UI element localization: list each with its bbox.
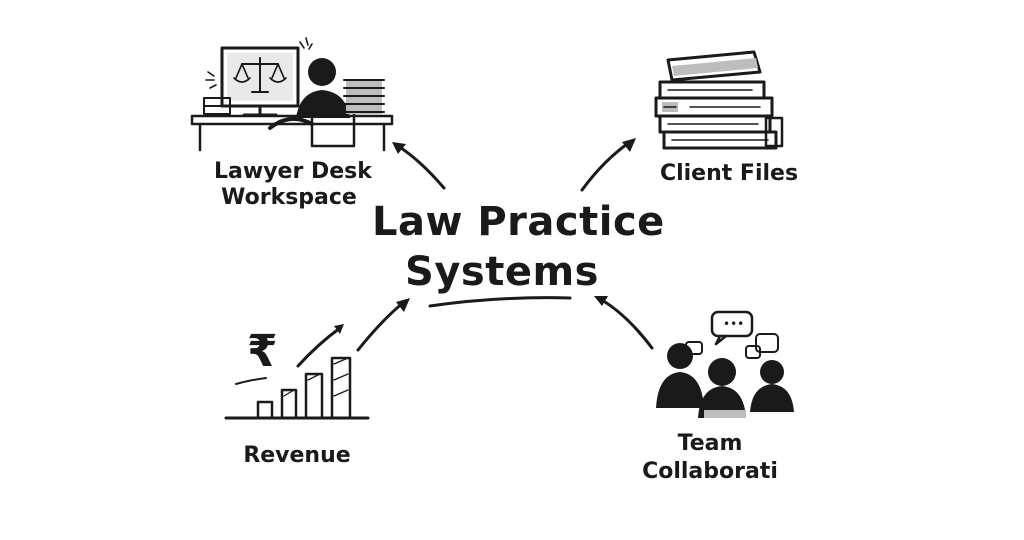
central-title: Law Practice Systems — [372, 199, 665, 295]
lawyer-desk-label: Lawyer Desk Workspace — [214, 159, 372, 211]
lawyer-desk-icon — [190, 37, 394, 152]
book-stack-icon — [654, 50, 784, 150]
central-title-line-2: Systems — [405, 249, 599, 295]
arrow-to-lawyer-desk — [392, 142, 446, 190]
client-files-label: Client Files — [659, 161, 799, 186]
title-underline — [428, 296, 572, 308]
arrow-to-client-files — [580, 138, 636, 192]
arrow-from-revenue — [356, 298, 410, 352]
team-collaboration-label: Team Collaborati — [642, 432, 778, 485]
central-title-line-1: Law Practice — [372, 199, 665, 245]
rupee-bar-chart-icon — [224, 324, 370, 420]
rupee-symbol: ₹ — [247, 326, 278, 377]
arrow-from-team — [594, 296, 654, 350]
team-chat-icon — [656, 310, 794, 418]
chat-dots: ••• — [723, 317, 744, 331]
revenue-label: Revenue — [243, 443, 351, 468]
